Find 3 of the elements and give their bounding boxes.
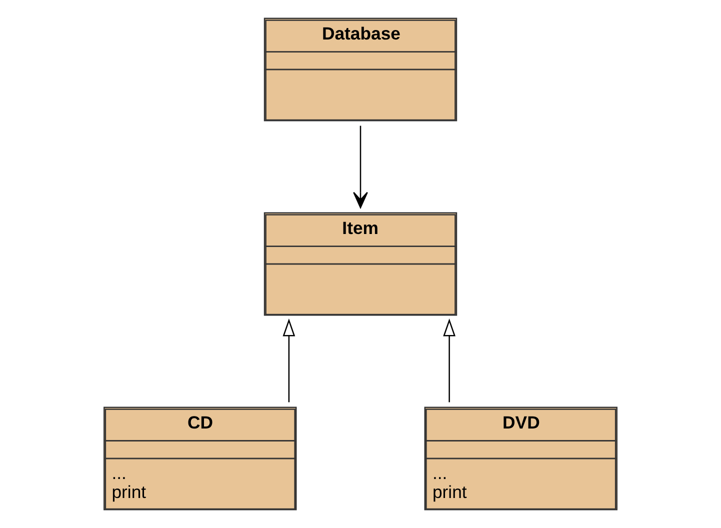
arrow — [353, 126, 368, 208]
arrow — [443, 318, 456, 402]
arrow — [282, 318, 296, 402]
